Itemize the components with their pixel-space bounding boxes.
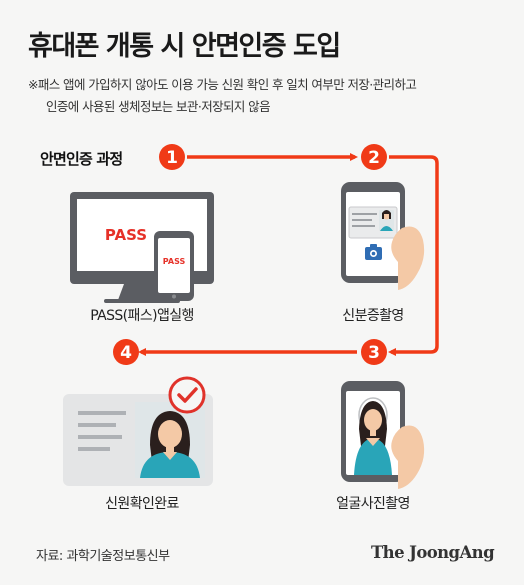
step-badge-4: 4: [113, 339, 139, 365]
camera-icon: [365, 244, 382, 260]
page-title: 휴대폰 개통 시 안면인증 도입: [28, 31, 341, 62]
monitor-pass-text: PASS: [105, 226, 147, 244]
arrow-2-to-3: [388, 155, 439, 356]
source-credit: 자료: 과학기술정보통신부: [36, 549, 170, 564]
footnote-line-1: ※패스 앱에 가입하지 않아도 이용 가능 신원 확인 후 일치 여부만 저장·…: [28, 77, 417, 92]
verified-id-card-illustration: [63, 394, 213, 486]
step-badge-2: 2: [361, 144, 387, 170]
step-number-1: 1: [166, 148, 178, 168]
phone-pass-text: PASS: [163, 257, 186, 266]
process-label: 안면인증 과정: [40, 150, 123, 168]
step-3-caption: 얼굴사진촬영: [336, 496, 410, 512]
phone-face-illustration: [341, 381, 425, 489]
step-badge-3: 3: [361, 339, 387, 365]
step-badge-1: 1: [159, 144, 185, 170]
flow-arrows: [138, 153, 439, 356]
step-number-3: 3: [368, 343, 380, 363]
hand-illustration-2: [391, 425, 425, 489]
step-1-caption: PASS(패스)앱실행: [90, 308, 194, 324]
small-phone-illustration: PASS: [154, 231, 194, 301]
step-2-caption: 신분증촬영: [342, 308, 404, 324]
footnote: ※패스 앱에 가입하지 않아도 이용 가능 신원 확인 후 일치 여부만 저장·…: [28, 74, 508, 118]
check-icon: [168, 376, 206, 414]
phone-id-scan-illustration: [341, 182, 425, 290]
brand-logo: The JoongAng: [371, 543, 495, 562]
step-4-caption: 신원확인완료: [105, 496, 179, 512]
step-number-2: 2: [368, 148, 380, 168]
step-number-4: 4: [120, 343, 132, 363]
footnote-line-2: 인증에 사용된 생체정보는 보관·저장되지 않음: [46, 99, 271, 114]
hand-illustration: [391, 226, 425, 290]
